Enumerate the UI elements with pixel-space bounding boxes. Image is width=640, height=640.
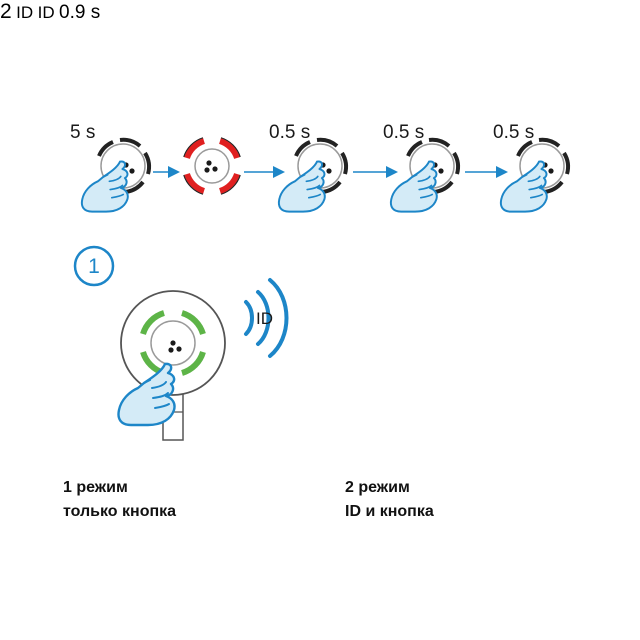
step-time-label: 5 s xyxy=(70,122,95,143)
caption-line: 1 режим xyxy=(63,479,128,496)
step-time-label: 0.5 s xyxy=(493,122,534,143)
timer-label: 0.9 s xyxy=(59,2,101,23)
caption-line: 2 режим xyxy=(345,479,410,496)
mode-1-caption: 1 режим только кнопка xyxy=(63,476,176,524)
mode-number: 1 xyxy=(88,255,100,278)
mode-1-panel: 1 ID xyxy=(73,245,289,441)
caption-line: только кнопка xyxy=(63,503,177,520)
step-time-label: 0.5 s xyxy=(269,122,310,143)
step-time-label: 0.5 s xyxy=(383,122,424,143)
hand-icon xyxy=(389,160,438,213)
hand-icon: ID ID 0.9 s xyxy=(16,2,101,23)
sequence-strip: 5 s 0.5 s 0.5 s 0.5 s xyxy=(70,122,570,213)
sequence-step-red xyxy=(183,137,241,195)
hand-icon xyxy=(277,160,326,213)
caption-line: ID и кнопка xyxy=(345,503,434,520)
reader-device: ID ID 0.9 s xyxy=(16,2,101,23)
mode-2-caption: 2 режим ID и кнопка xyxy=(345,476,434,524)
id-label: ID xyxy=(256,309,273,328)
id-label: ID xyxy=(37,3,55,22)
mode-number: 2 xyxy=(0,0,12,23)
sequence-step xyxy=(406,137,460,194)
mode-number-badge: 2 ID ID xyxy=(0,0,101,23)
id-label: ID xyxy=(16,3,34,22)
mode-number-badge xyxy=(73,245,115,287)
signal-waves-icon xyxy=(244,278,289,358)
hand-icon xyxy=(80,160,129,213)
mode-2-panel: 2 ID ID xyxy=(0,0,101,23)
hand-icon xyxy=(499,160,548,213)
